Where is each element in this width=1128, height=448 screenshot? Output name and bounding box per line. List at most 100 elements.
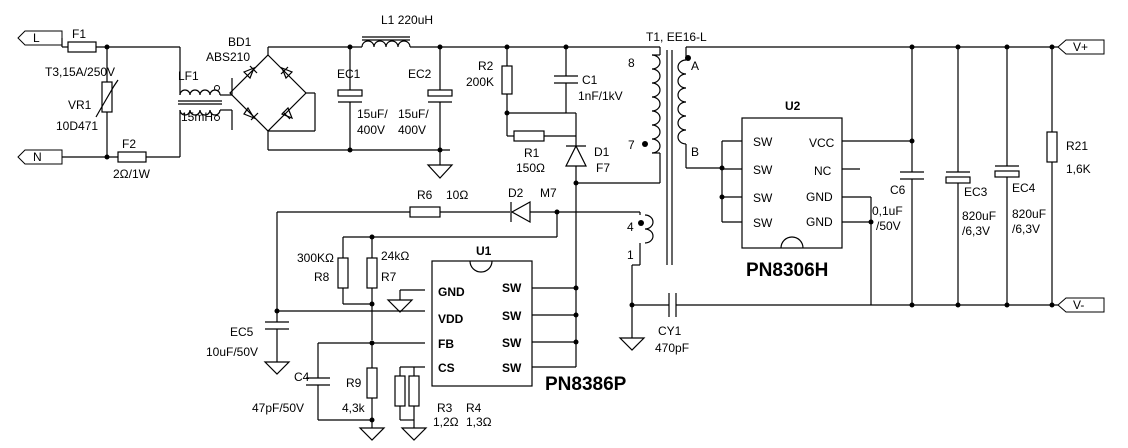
resistors-R8-R7: 300KΩ R8 24kΩ R7	[297, 234, 409, 340]
F2-ref: F2	[122, 137, 136, 151]
EC4-value2: /6,3V	[1012, 222, 1040, 236]
T1-label: T1, EE16-L	[646, 30, 707, 44]
U1-pin-CS: CS	[438, 361, 455, 375]
varistor-VR1: VR1 10D471	[56, 44, 119, 160]
R7-ref: R7	[381, 270, 397, 284]
T1-pinA: A	[691, 59, 699, 73]
EC3-ref: EC3	[964, 185, 988, 199]
EC5-value: 10uF/50V	[206, 345, 258, 359]
R21-ref: R21	[1066, 139, 1088, 153]
EC3-value1: 820uF	[962, 209, 996, 223]
U1-pin-VDD: VDD	[438, 312, 464, 326]
terminal-vminus: V-	[1057, 297, 1105, 313]
U1-pin-GND: GND	[438, 285, 465, 299]
terminal-N-label: N	[33, 150, 42, 164]
LF1-value: 15mH	[181, 110, 213, 124]
U2-pin-VCC: VCC	[809, 136, 835, 150]
BD1-ref: BD1	[228, 35, 252, 49]
terminal-vplus-label: V+	[1073, 40, 1088, 54]
R1-ref: R1	[524, 146, 540, 160]
EC2-ref: EC2	[408, 67, 432, 81]
U1-pin-SW1: SW	[502, 281, 522, 295]
VR1-value: 10D471	[56, 119, 98, 133]
inductor-L1: L1 220uH	[361, 13, 660, 48]
EC1-value1: 15uF/	[357, 107, 388, 121]
U2-part: PN8306H	[746, 260, 828, 281]
T1-pin7: 7	[628, 138, 635, 152]
T1-pin1: 1	[627, 248, 634, 262]
choke-LF1: LF1 15mH	[178, 47, 233, 157]
C4-value: 47pF/50V	[252, 401, 304, 415]
C6-ref: C6	[890, 183, 906, 197]
U2-pin-SW4: SW	[753, 216, 773, 230]
aux-supply-R6-D2: R6 10Ω D2 M7	[277, 186, 641, 238]
U1-part: PN8386P	[545, 374, 627, 395]
R9-value: 4,3k	[342, 401, 366, 415]
EC4-value1: 820uF	[1012, 207, 1046, 221]
EC2-value1: 15uF/	[398, 107, 429, 121]
R3-ref: R3	[437, 401, 453, 415]
capacitor-CY1: CY1 470pF	[618, 293, 1058, 355]
R6-value: 10Ω	[446, 188, 468, 202]
R8-ref: R8	[314, 270, 330, 284]
VR1-ref: VR1	[68, 98, 92, 112]
R3-value: 1,2Ω	[433, 415, 459, 429]
T1-pin4: 4	[627, 220, 634, 234]
EC2-value2: 400V	[398, 123, 426, 137]
capacitor-C6: C6 0,1uF /50V	[872, 44, 924, 308]
resistors-R3-R4: R3 1,2Ω R4 1,3Ω	[394, 366, 492, 441]
EC1-ref: EC1	[337, 67, 361, 81]
U1-ref: U1	[476, 244, 492, 258]
terminal-N: N	[17, 149, 63, 165]
R9-ref: R9	[346, 376, 362, 390]
terminal-vplus: V+	[1057, 39, 1105, 55]
U1-pin-SW4: SW	[502, 361, 522, 375]
snubber-R2-C1: R2 200K C1 1nF/1kV	[466, 44, 623, 116]
U2-ref: U2	[785, 99, 801, 113]
R8-value: 300KΩ	[297, 251, 334, 265]
C1-ref: C1	[582, 73, 598, 87]
ic-U2: U2 SW SW SW SW VCC NC GND GND PN8306H	[719, 99, 912, 305]
C4-ref: C4	[294, 370, 310, 384]
fuse-F1: F1 T3,15A/250V	[45, 27, 180, 79]
U1-pin-FB: FB	[438, 337, 454, 351]
D2-value: M7	[540, 186, 557, 200]
capacitor-EC2: EC2 15uF/ 400V	[398, 44, 454, 179]
transformer-T1: T1, EE16-L 8 7 4 1 A B	[576, 30, 722, 305]
U1-pin-SW3: SW	[502, 336, 522, 350]
capacitor-EC1: EC1 15uF/ 400V	[337, 44, 388, 153]
R7-value: 24kΩ	[381, 249, 409, 263]
CY1-ref: CY1	[658, 324, 682, 338]
C6-value2: /50V	[876, 219, 901, 233]
EC3-value2: /6,3V	[962, 224, 990, 238]
U2-pin-GND2: GND	[806, 215, 833, 229]
D1-ref: D1	[594, 145, 610, 159]
F1-value: T3,15A/250V	[45, 65, 115, 79]
R4-ref: R4	[466, 401, 482, 415]
U2-pin-GND1: GND	[806, 190, 833, 204]
L1-label: L1 220uH	[381, 13, 433, 27]
capacitor-EC4: EC4 820uF /6,3V	[994, 44, 1046, 308]
U2-pin-SW3: SW	[753, 191, 773, 205]
ic-U1: U1 GND VDD FB CS SW SW SW SW PN8386P	[431, 180, 627, 395]
terminal-L-label: L	[33, 31, 40, 45]
resistor-R21: R21 1,6K	[1046, 44, 1091, 308]
R21-value: 1,6K	[1066, 162, 1091, 176]
U2-pin-NC: NC	[814, 164, 832, 178]
terminal-vminus-label: V-	[1073, 298, 1084, 312]
capacitor-EC5: EC5 10uF/50V	[206, 212, 425, 375]
EC5-ref: EC5	[230, 325, 254, 339]
R2-value: 200K	[466, 75, 494, 89]
capacitor-EC3: EC3 820uF /6,3V	[945, 44, 996, 308]
BD1-value: ABS210	[206, 50, 250, 64]
C6-value1: 0,1uF	[872, 204, 903, 218]
D1-value: F7	[596, 161, 610, 175]
R6-ref: R6	[417, 188, 433, 202]
C1-value: 1nF/1kV	[578, 89, 623, 103]
D2-ref: D2	[508, 186, 524, 200]
T1-pinB: B	[691, 145, 699, 159]
R2-ref: R2	[478, 59, 494, 73]
EC1-value2: 400V	[357, 123, 385, 137]
resistor-F2: F2 2Ω/1W	[62, 137, 180, 181]
